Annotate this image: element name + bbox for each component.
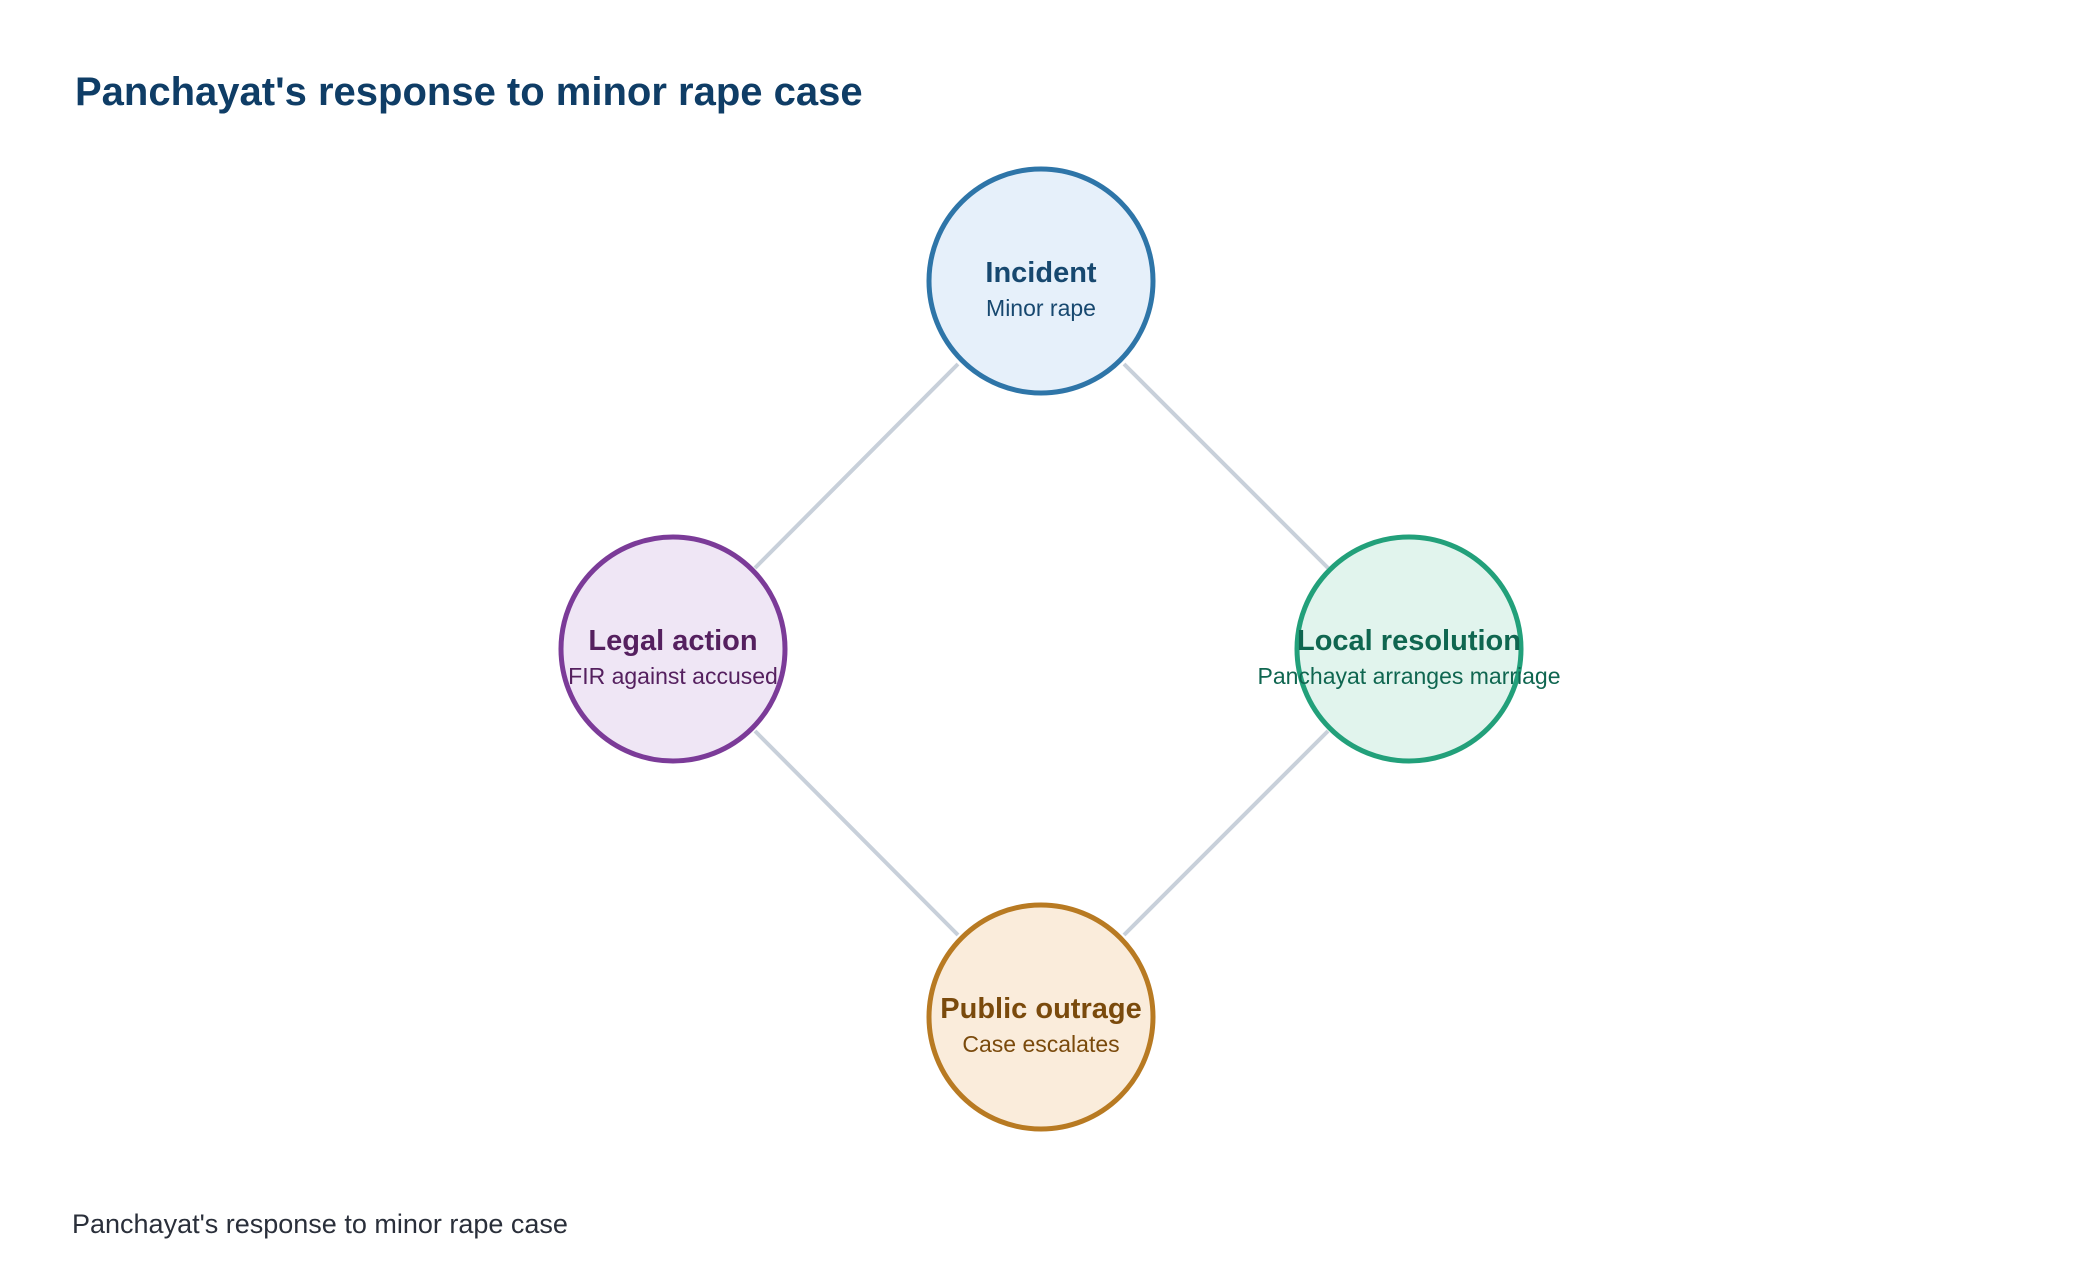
edge-legal-outrage bbox=[753, 729, 960, 937]
diagram-caption: Panchayat's response to minor rape case bbox=[72, 1209, 568, 1239]
node-local-resolution-subtitle: Panchayat arranges marriage bbox=[1258, 663, 1561, 689]
node-local-resolution-title: Local resolution bbox=[1297, 625, 1521, 657]
node-public-outrage: Public outrage Case escalates bbox=[926, 902, 1156, 1132]
edge-incident-legal bbox=[753, 362, 960, 570]
node-incident-subtitle: Minor rape bbox=[986, 295, 1096, 321]
node-legal-action-subtitle: FIR against accused bbox=[568, 663, 778, 689]
node-local-resolution: Local resolution Panchayat arranges marr… bbox=[1258, 534, 1561, 764]
node-public-outrage-title: Public outrage bbox=[940, 993, 1141, 1025]
node-public-outrage-circle bbox=[926, 902, 1156, 1132]
node-legal-action-title: Legal action bbox=[588, 625, 757, 657]
node-legal-action-circle bbox=[558, 534, 788, 764]
node-incident-circle bbox=[926, 166, 1156, 396]
node-public-outrage-subtitle: Case escalates bbox=[962, 1031, 1119, 1057]
node-legal-action: Legal action FIR against accused bbox=[558, 534, 788, 764]
node-local-resolution-circle bbox=[1294, 534, 1524, 764]
node-incident-title: Incident bbox=[985, 257, 1097, 289]
edge-local-outrage bbox=[1122, 729, 1330, 937]
node-incident: Incident Minor rape bbox=[926, 166, 1156, 396]
edges bbox=[753, 362, 1330, 937]
page-title: Panchayat's response to minor rape case bbox=[75, 70, 863, 114]
edge-incident-local bbox=[1122, 362, 1330, 570]
